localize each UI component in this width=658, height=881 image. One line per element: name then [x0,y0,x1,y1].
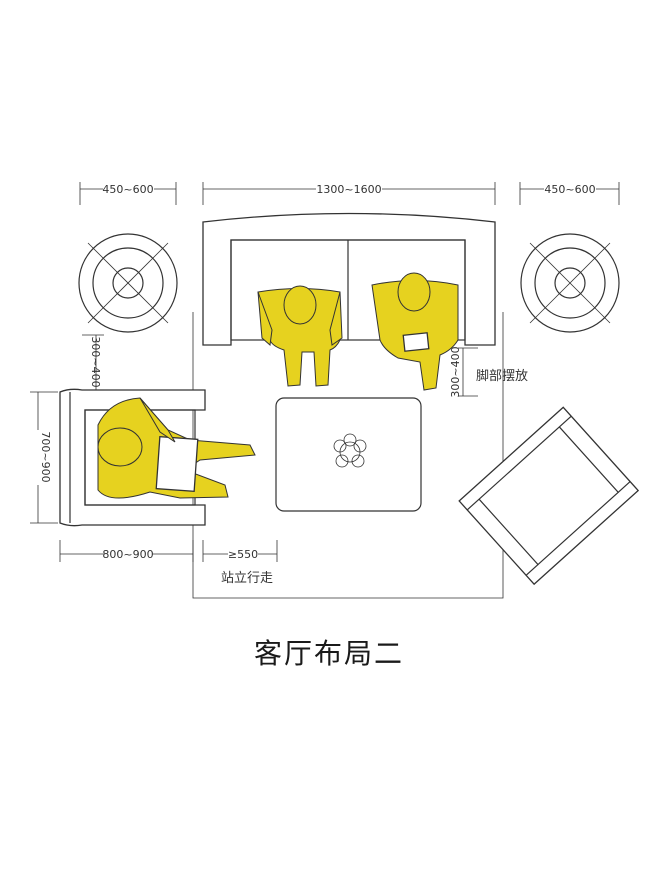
dim-armchair-depth: 700~900 [30,391,58,524]
dim-walkway: ≥550 站立行走 [202,540,278,586]
dim-foot-gap: 300~400 脚部摆放 [449,346,528,397]
person-armchair [97,397,256,499]
coffee-table [275,397,422,512]
dim-right-table: 450~600 [519,182,620,205]
person-sofa-right [371,272,459,391]
person-sofa-left [257,285,343,387]
dim-armchair-gap-label: 300~400 [89,336,102,387]
dim-left-table: 450~600 [79,182,177,205]
walkway-note: 站立行走 [221,571,273,586]
left-side-table [78,233,178,333]
dim-armchair-width-label: 800~900 [102,548,153,561]
dim-sofa-label: 1300~1600 [316,183,381,196]
dim-right-table-label: 450~600 [544,183,595,196]
sofa [202,212,496,346]
dim-walkway-label: ≥550 [228,548,258,561]
flower-icon [333,433,367,468]
right-side-table [520,233,620,333]
right-armchair [458,406,640,586]
left-armchair [59,388,206,527]
dim-armchair-width: 800~900 [59,540,194,562]
page-title: 客厅布局二 [253,637,404,670]
dim-left-table-label: 450~600 [102,183,153,196]
dim-foot-gap-label: 300~400 [449,346,462,397]
foot-area-note: 脚部摆放 [476,368,528,384]
dim-armchair-depth-label: 700~900 [39,431,52,482]
dim-armchair-gap: 300~400 [82,334,104,391]
dim-sofa: 1300~1600 [202,182,496,205]
